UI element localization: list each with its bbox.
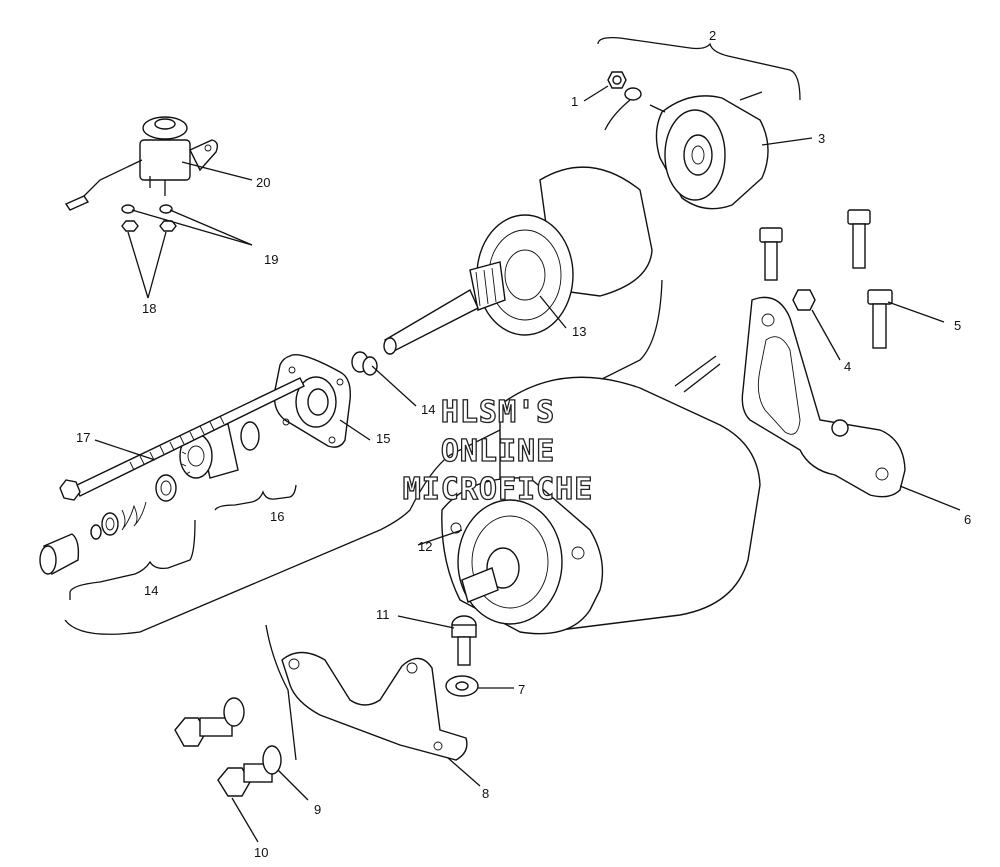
callout-8: 8 — [482, 786, 489, 801]
washer-9 — [262, 745, 282, 775]
washer-7 — [445, 675, 479, 697]
nut-1 — [604, 71, 642, 131]
callout-20: 20 — [256, 175, 270, 190]
bolts-5 — [759, 209, 893, 349]
end-cap-3 — [649, 91, 769, 210]
callout-16: 16 — [270, 509, 284, 524]
nuts-washers-18-19 — [121, 204, 177, 232]
callout-5: 5 — [954, 318, 961, 333]
bolts-10 — [174, 697, 273, 797]
bracket-16 — [214, 484, 297, 511]
callout-15: 15 — [376, 431, 390, 446]
cap-screw-11 — [451, 615, 477, 666]
end-plate-15 — [273, 354, 351, 448]
starter-motor-12 — [441, 355, 761, 635]
callout-6: 6 — [964, 512, 971, 527]
leader-lines — [94, 85, 961, 843]
through-bolt-17 — [59, 377, 305, 501]
watermark-line-2: ONLINE — [441, 434, 555, 469]
nut-4 — [792, 289, 816, 311]
callout-14-lower: 14 — [144, 583, 158, 598]
callout-10: 10 — [254, 845, 268, 860]
washers-14-upper — [351, 351, 378, 376]
armature-13 — [383, 166, 653, 355]
callout-11: 11 — [376, 607, 390, 622]
callout-4: 4 — [844, 359, 851, 374]
bracket-2 — [597, 36, 801, 101]
watermark-line-1: HLSM'S — [441, 395, 555, 430]
watermark-line-3: MICROFICHE — [403, 472, 594, 507]
callout-12: 12 — [418, 539, 432, 554]
pinion-drive-16 — [179, 421, 260, 479]
callout-14-upper: 14 — [421, 402, 435, 417]
mount-bracket-6 — [741, 296, 906, 498]
lower-bracket-8 — [265, 624, 468, 761]
solenoid-20 — [64, 116, 219, 211]
callout-9: 9 — [314, 802, 321, 817]
bracket-12-outline — [64, 279, 663, 635]
callout-13: 13 — [572, 324, 586, 339]
callout-1: 1 — [571, 94, 578, 109]
callout-3: 3 — [818, 131, 825, 146]
callout-19: 19 — [264, 252, 278, 267]
callout-2: 2 — [709, 28, 716, 43]
clutch-components-14-lower — [39, 474, 177, 576]
callout-17: 17 — [76, 430, 90, 445]
callout-18: 18 — [142, 301, 156, 316]
callout-7: 7 — [518, 682, 525, 697]
bracket-14-lower — [69, 519, 196, 600]
